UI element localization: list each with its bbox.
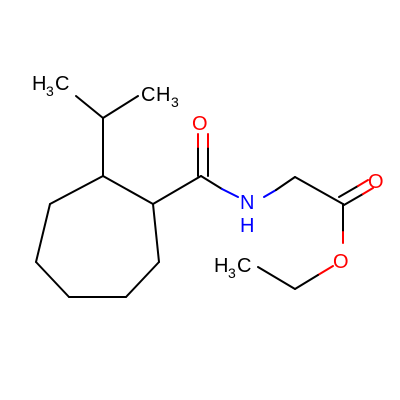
amide-group (152, 133, 296, 205)
cycloheptane-ring (35, 175, 160, 298)
oxygen-label-ester-carbonyl: O (368, 171, 384, 193)
svg-text:H: H (156, 84, 170, 106)
nitrogen-label: N (240, 192, 254, 214)
atom-labels: O N H O O H 3 C C H 3 H 3 C (32, 73, 384, 281)
oxygen-label-ester: O (333, 251, 349, 273)
svg-text:H: H (214, 255, 228, 277)
hydrogen-on-nitrogen-label: H (240, 215, 254, 237)
svg-text:C: C (141, 84, 155, 106)
methyl-label-left: H 3 C (32, 73, 69, 99)
ester-group (257, 176, 374, 290)
svg-text:C: C (55, 73, 69, 95)
methyl-label-ethyl: H 3 C (214, 255, 251, 281)
svg-text:H: H (32, 73, 46, 95)
svg-text:C: C (237, 255, 251, 277)
svg-text:3: 3 (228, 265, 236, 281)
svg-text:3: 3 (171, 94, 179, 110)
methyl-label-right: C H 3 (141, 84, 179, 110)
oxygen-label-amide: O (192, 113, 208, 135)
isopropyl-group (75, 95, 139, 177)
svg-text:3: 3 (46, 83, 54, 99)
